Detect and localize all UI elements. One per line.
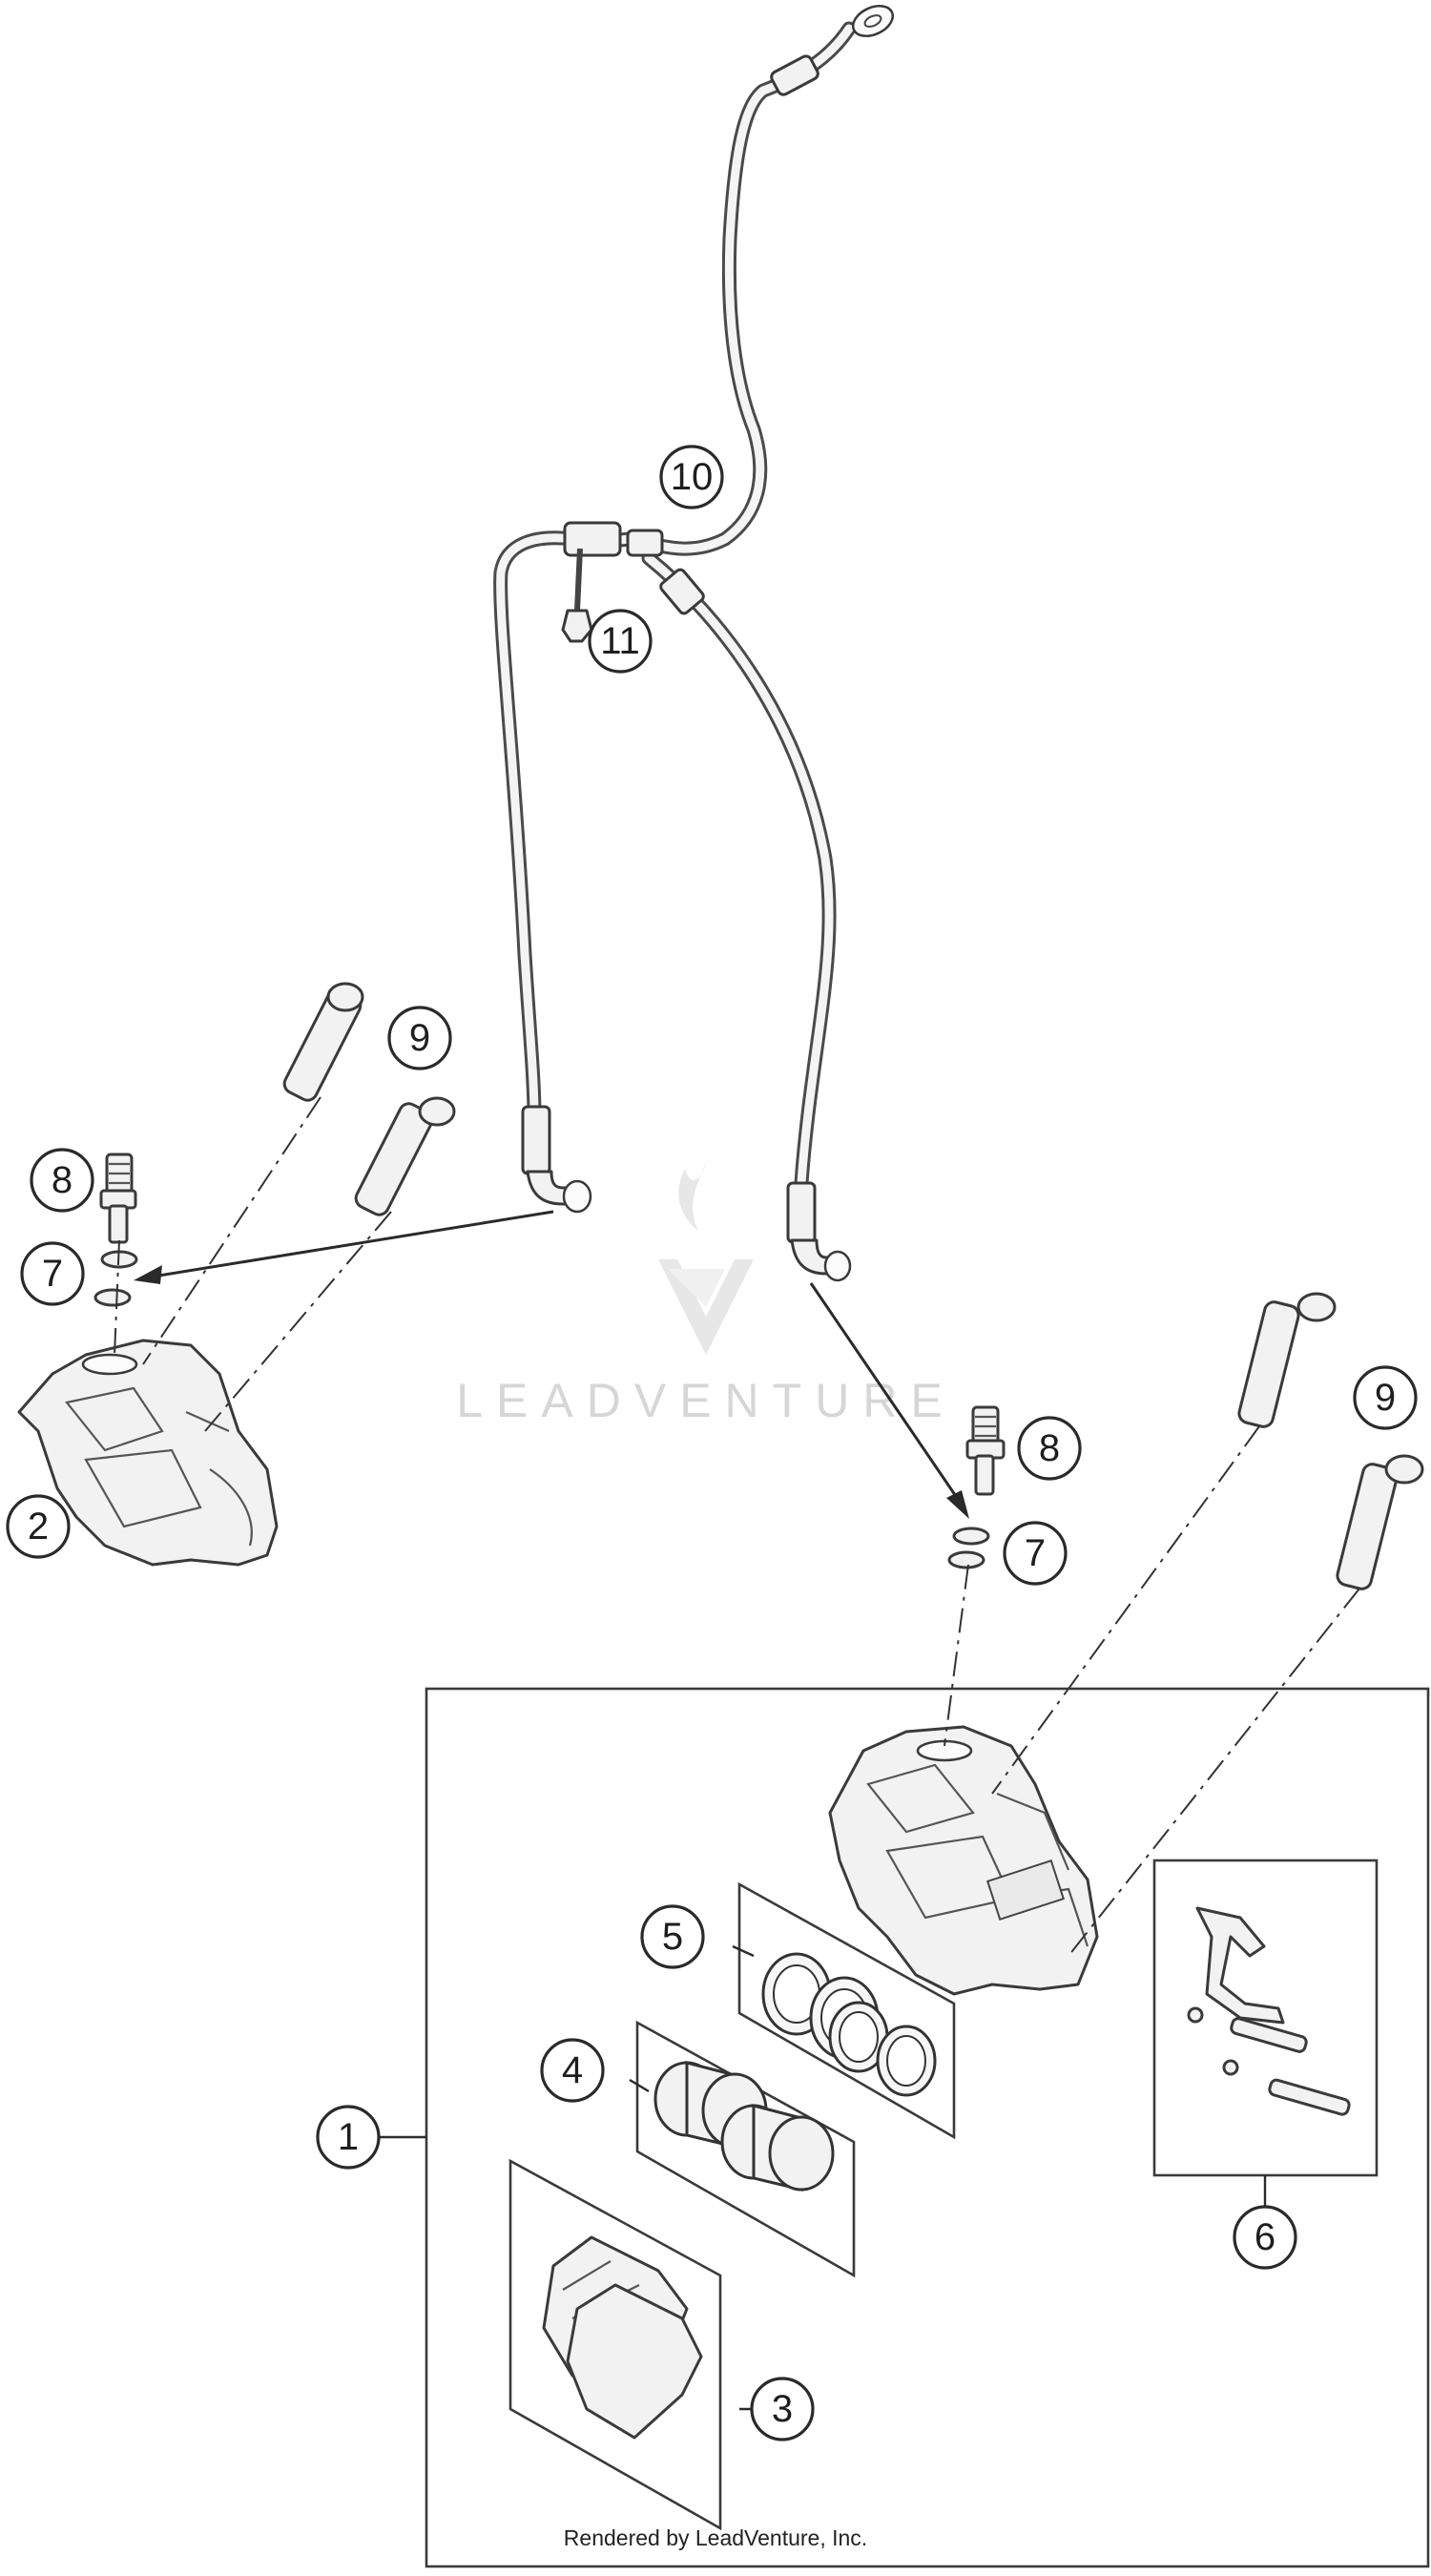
callout-5: 5 xyxy=(640,1904,705,1969)
svg-text:8: 8 xyxy=(1039,1427,1060,1469)
callout-4: 4 xyxy=(540,2038,605,2103)
svg-text:11: 11 xyxy=(600,620,640,662)
bleed-valve-left xyxy=(93,1153,138,1307)
assembly-lines xyxy=(114,1096,1360,1957)
callout-2: 2 xyxy=(6,1494,71,1559)
caliper-bolts-left xyxy=(282,982,456,1216)
svg-text:9: 9 xyxy=(1375,1377,1396,1419)
render-credit: Rendered by LeadVenture, Inc. xyxy=(564,2525,867,2550)
svg-text:6: 6 xyxy=(1255,2216,1275,2258)
svg-text:9: 9 xyxy=(409,1017,430,1059)
svg-text:8: 8 xyxy=(52,1159,73,1201)
piston-kit xyxy=(635,2020,856,2278)
svg-text:3: 3 xyxy=(772,2388,793,2430)
hose-clamp-bolt xyxy=(561,548,593,643)
callout-7-right: 7 xyxy=(1003,1521,1068,1586)
callout-1: 1 xyxy=(316,2105,381,2170)
brake-hose xyxy=(493,5,895,1282)
svg-text:7: 7 xyxy=(1025,1532,1046,1574)
callout-11: 11 xyxy=(588,609,653,674)
caliper-bolts-right xyxy=(1237,1292,1424,1590)
left-brake-caliper xyxy=(17,1339,279,1567)
watermark-text: LEADVENTURE xyxy=(456,1374,956,1427)
seal-kit xyxy=(737,1881,956,2140)
brake-pad-kit xyxy=(508,2158,722,2531)
svg-text:7: 7 xyxy=(42,1253,63,1295)
brake-caliper-kit-frame xyxy=(425,1687,1430,2568)
right-brake-caliper xyxy=(828,1725,1099,1996)
bleed-valve-right xyxy=(947,1405,1006,1569)
callout-6: 6 xyxy=(1233,2205,1297,2270)
callout-3: 3 xyxy=(750,2377,815,2441)
callout-8-right: 8 xyxy=(1017,1416,1082,1481)
svg-text:10: 10 xyxy=(671,456,714,498)
watermark-logo xyxy=(658,1159,754,1355)
callout-8-left: 8 xyxy=(30,1148,94,1213)
svg-text:2: 2 xyxy=(28,1506,49,1548)
callout-10: 10 xyxy=(659,445,724,509)
svg-text:1: 1 xyxy=(338,2116,359,2158)
callout-7-left: 7 xyxy=(20,1241,85,1306)
callout-9-left: 9 xyxy=(387,1006,452,1070)
hardware-kit xyxy=(1152,1859,1379,2177)
svg-text:5: 5 xyxy=(662,1916,683,1958)
callout-9-right: 9 xyxy=(1353,1365,1418,1430)
svg-text:4: 4 xyxy=(562,2049,583,2091)
